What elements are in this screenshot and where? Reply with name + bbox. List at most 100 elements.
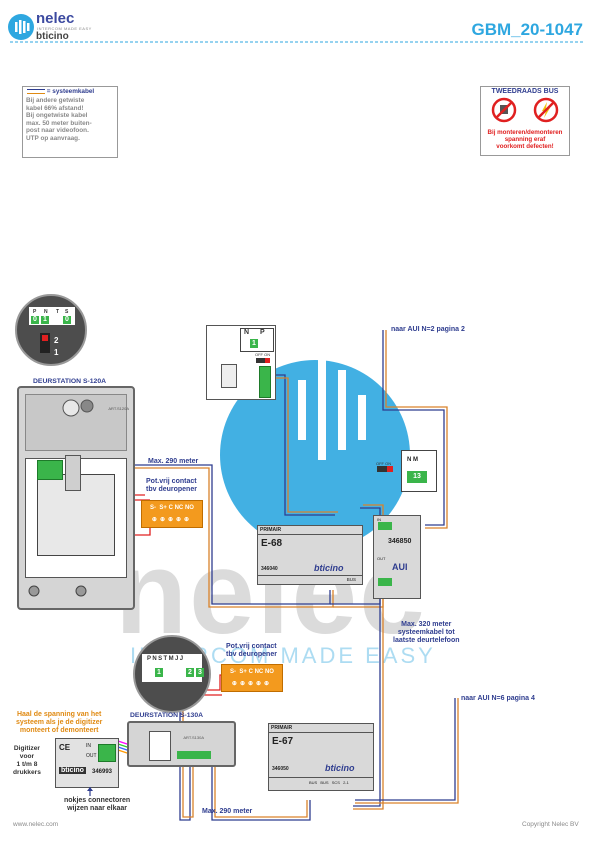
psu-e67: PRIMAIR E-67 346050 bticino BUS BUS SCS …	[268, 723, 374, 791]
speaker-icon	[80, 399, 94, 413]
footer-url[interactable]: www.nelec.com	[13, 821, 59, 828]
relay-2-terminal: NC	[254, 669, 264, 675]
psu-e67-terminal: 2-1	[343, 780, 349, 785]
note-line: post naar videofoon.	[26, 127, 89, 135]
relay-1-terminal: S+	[159, 505, 167, 511]
psu-e67-terminal: SCS	[331, 780, 340, 785]
relay-2-title-2: tbv deuropener	[226, 651, 277, 658]
terminal-magnifier	[15, 294, 87, 366]
terminal-value: 0	[63, 316, 71, 324]
psu-e68-name: E-68	[261, 538, 283, 549]
nelec-logo-icon	[8, 14, 34, 40]
psu-e67-header: PRIMAIR	[271, 725, 293, 731]
relay-1-terminal: NC	[174, 505, 184, 511]
aui-in: IN	[377, 517, 381, 522]
switch-number: 2	[54, 336, 59, 345]
note-line: UTP op aanvraag.	[26, 134, 80, 142]
top-panel-connector	[259, 366, 271, 398]
terminal-label-s: S	[65, 309, 69, 315]
digitizer-caption-line: voor	[19, 753, 35, 760]
relay-1-terminal: C	[168, 505, 173, 511]
psu-e68-bus: BUS	[346, 577, 356, 582]
aui-magnifier-dial: N M 13	[401, 450, 437, 492]
logo-tagline: INTERCOM MADE EASY	[37, 26, 92, 31]
footer-copyright: Copyright Nelec BV	[522, 821, 579, 828]
top-panel-off-on: OFF ON	[255, 352, 271, 357]
aui-code: 346850	[388, 538, 412, 545]
station-1-connector	[65, 455, 81, 491]
camera-lens-icon	[62, 399, 80, 417]
psu-e68-header: PRIMAIR	[260, 527, 282, 533]
door-station-1: ART.S120A	[17, 386, 135, 610]
top-panel-label-n: N	[244, 329, 250, 336]
door-station-1-label: DEURSTATION S-120A	[33, 378, 107, 385]
psu-e68-brand: bticino	[314, 563, 344, 573]
relay-1-terminal: S-	[150, 505, 157, 511]
relay-2-title-1: Pot.vrij contact	[226, 643, 277, 650]
relay-2-terminal: S+	[239, 669, 247, 675]
aui-label: AUI	[392, 562, 408, 572]
warning-line: monteert of demonteert	[19, 727, 99, 734]
psu-e68-code: 346040	[261, 566, 278, 572]
digitizer-code: 346993	[92, 769, 113, 775]
warning-line: Haal de spanning van het	[16, 711, 102, 718]
note-line: max. 50 meter buiten-	[26, 119, 92, 127]
station-2-terminal-value: 1	[155, 668, 163, 677]
station-2-terminal-value: 2	[186, 668, 194, 677]
aui-dial-value: 13	[407, 471, 427, 483]
annotation-max290-top: Max. 290 meter	[148, 458, 199, 465]
relay-2-terminal: C	[248, 669, 253, 675]
digitizer-caption-line: drukkers	[13, 769, 41, 776]
annotation-max290-bottom: Max. 290 meter	[202, 808, 253, 815]
relay-2-terminal: S-	[230, 669, 237, 675]
station-2-terminal-label: PNSTMJJ	[147, 656, 185, 662]
psu-e67-name: E-67	[272, 736, 294, 747]
relay-1-title-1: Pot.vrij contact	[146, 478, 197, 485]
psu-e67-terminal: BUS	[320, 780, 329, 785]
station-2-magnifier	[133, 635, 211, 713]
bus-warning-line: spanning eraf	[504, 136, 546, 143]
systemcable-note-title: = systeemkabel	[27, 88, 94, 95]
aui-n-m: N M	[407, 457, 418, 463]
logo-name: nelec	[36, 10, 75, 27]
station-2-terminal-value: 3	[196, 668, 204, 677]
top-panel-label-p: P	[260, 329, 265, 336]
terminal-label-p: P	[33, 309, 37, 315]
note-line: kabel 66% afstand!	[26, 104, 84, 112]
aui-off-on: OFF ON	[376, 461, 392, 466]
nokjes-line: wijzen naar elkaar	[67, 805, 128, 812]
annotation-max320-line: systeemkabel tot	[397, 629, 455, 636]
terminal-label-n: N	[44, 309, 48, 315]
no-plug-icon	[491, 97, 517, 123]
document-code: GBM_20-1047	[471, 20, 583, 39]
terminal-value: 0	[31, 316, 39, 324]
logo-brand: bticino	[36, 31, 69, 42]
terminal-value: 1	[41, 316, 49, 324]
nokjes-line: nokjes connectoren	[64, 797, 131, 804]
psu-e67-terminal: BUS	[309, 780, 318, 785]
top-panel-switch	[256, 358, 270, 363]
digitizer-caption-line: 1 t/m 8	[16, 761, 38, 768]
door-station-1-art: ART.S120A	[108, 406, 129, 411]
header-rule	[10, 41, 585, 43]
digitizer-brand: bticino	[59, 767, 86, 774]
door-station-2-label: DEURSTATION S-130A	[130, 712, 204, 719]
relay-1-title-2: tbv deuropener	[146, 486, 197, 493]
bus-warning-line: Bij monteren/demonteren	[487, 129, 563, 136]
aui-out: OUT	[377, 556, 386, 561]
door-station-2-art: ART.S130A	[183, 735, 204, 740]
terminal-label-t: T	[56, 309, 60, 315]
door-station-2: ART.S130A	[127, 721, 236, 767]
annotation-max320-line: Max. 320 meter	[401, 621, 452, 628]
relay-1: S- S+ C NC NO ⊕⊕⊕⊕⊕	[141, 500, 203, 528]
annotation-max320-line: laatste deurtelefoon	[393, 637, 460, 644]
psu-e68: PRIMAIR E-68 346040 bticino BUS	[257, 525, 363, 585]
ce-mark: CE	[59, 743, 71, 752]
aui-switch	[377, 466, 393, 472]
digitizer-caption-line: Digitizer	[13, 745, 40, 752]
psu-e67-code: 346050	[272, 766, 289, 772]
digitizer-in: IN	[86, 743, 91, 749]
nokjes-arrow-icon	[87, 787, 93, 796]
warning-line: systeem als je de digitizer	[16, 719, 103, 726]
